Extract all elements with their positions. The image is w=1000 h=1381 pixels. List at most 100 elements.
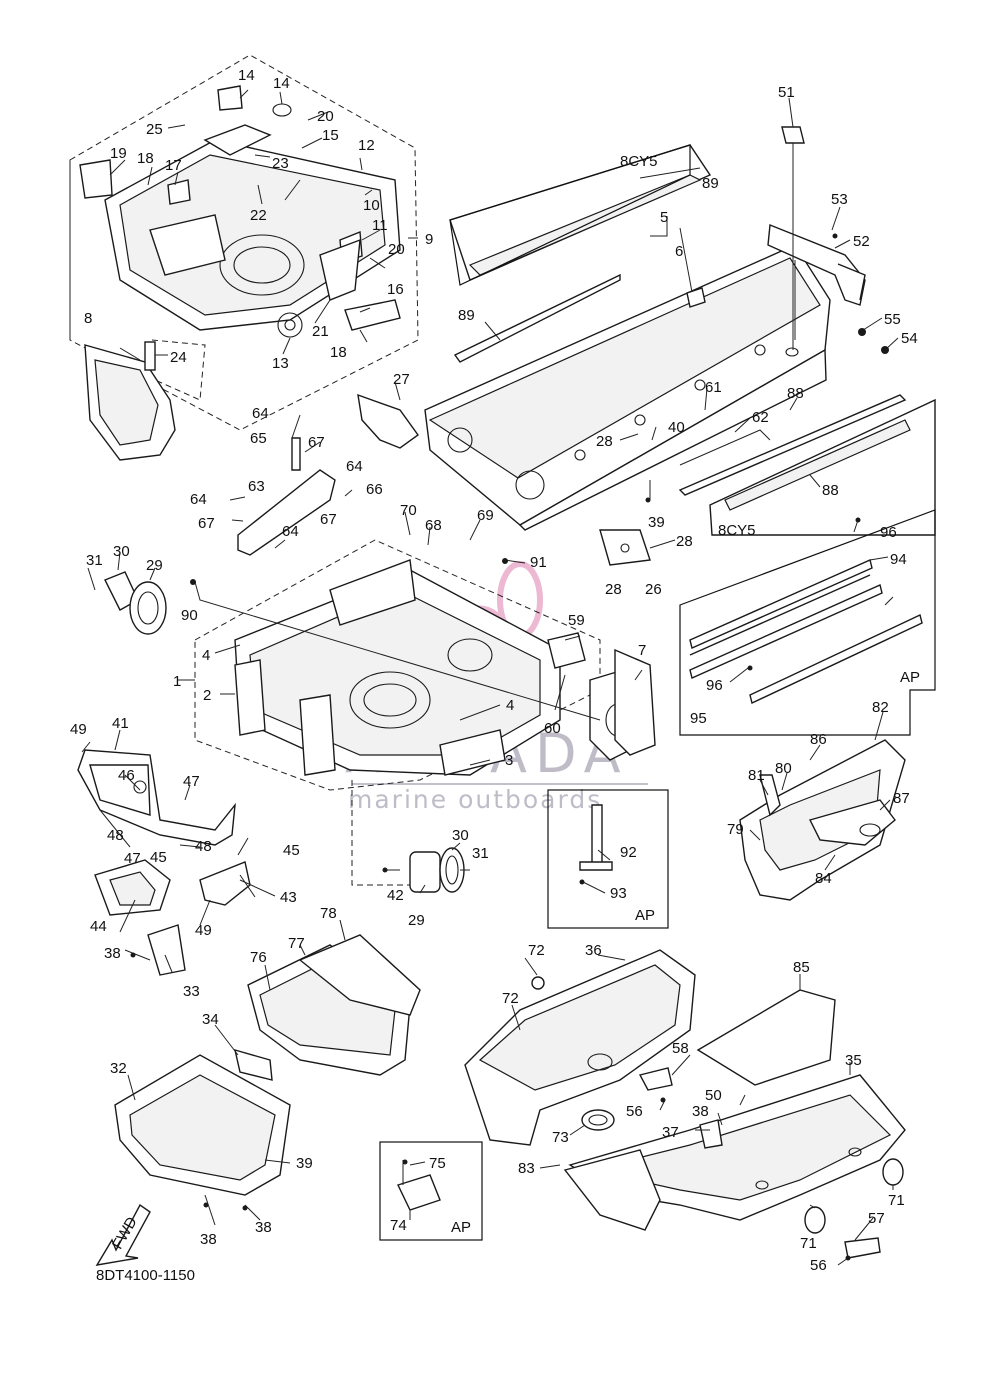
callout-8: 8	[84, 310, 92, 327]
callout-28: 28	[605, 581, 622, 598]
callout-61: 61	[705, 379, 722, 396]
callout-30: 30	[113, 543, 130, 560]
callout-75: 75	[429, 1155, 446, 1172]
callout-48: 48	[107, 827, 124, 844]
callout-64: 64	[190, 491, 207, 508]
callout-60: 60	[544, 720, 561, 737]
fastener-marks	[130, 233, 889, 1261]
watermark-sub-text: marine outboards	[348, 785, 602, 814]
callout-6: 6	[675, 243, 683, 260]
callout-22: 22	[250, 207, 267, 224]
callout-52: 52	[853, 233, 870, 250]
decal-89-box	[449, 144, 691, 286]
callout-57: 57	[868, 1210, 885, 1227]
callout-87: 87	[893, 790, 910, 807]
callout-15: 15	[322, 127, 339, 144]
callout-30: 30	[452, 827, 469, 844]
callout-38: 38	[200, 1231, 217, 1248]
callout-59: 59	[568, 612, 585, 629]
callout-37: 37	[662, 1124, 679, 1141]
callout-41: 41	[112, 715, 129, 732]
bumper-41-group	[77, 749, 236, 846]
callout-89: 89	[702, 175, 719, 192]
callout-10: 10	[363, 197, 380, 214]
callout-96: 96	[706, 677, 723, 694]
callout-45: 45	[283, 842, 300, 859]
callout-91: 91	[530, 554, 547, 571]
callout-7: 7	[638, 642, 646, 659]
callout-54: 54	[901, 330, 918, 347]
callout-63: 63	[248, 478, 265, 495]
callout-16: 16	[387, 281, 404, 298]
callout-29: 29	[146, 557, 163, 574]
callout-46: 46	[118, 767, 135, 784]
callout-28: 28	[676, 533, 693, 550]
callout-82: 82	[872, 699, 889, 716]
callout-96: 96	[880, 524, 897, 541]
ap-label-rod: AP	[635, 907, 655, 924]
callout-20: 20	[317, 108, 334, 125]
side-panel-36-group	[464, 949, 696, 1146]
callout-80: 80	[775, 760, 792, 777]
callout-70: 70	[400, 502, 417, 519]
bracket-74-group	[379, 1141, 483, 1241]
callout-31: 31	[472, 845, 489, 862]
skid-79-group	[739, 739, 906, 901]
upper-frame-group	[69, 54, 419, 431]
callout-79: 79	[727, 821, 744, 838]
callout-47: 47	[124, 850, 141, 867]
callout-49: 49	[195, 922, 212, 939]
callout-38: 38	[104, 945, 121, 962]
bracket-51-group	[781, 126, 805, 350]
steering-arm-63-group	[237, 437, 336, 556]
rod-92-group	[547, 789, 669, 929]
callout-31: 31	[86, 552, 103, 569]
callout-71: 71	[800, 1235, 817, 1252]
callout-14: 14	[273, 75, 290, 92]
callout-74: 74	[390, 1217, 407, 1234]
callout-88: 88	[787, 385, 804, 402]
callout-85: 85	[793, 959, 810, 976]
callout-44: 44	[90, 918, 107, 935]
callout-labels: 1 2 3 4 4 5 6 7 8 9 10 11 12 13 14 14 15…	[70, 67, 918, 1274]
callout-56: 56	[626, 1103, 643, 1120]
callout-64: 64	[252, 405, 269, 422]
callout-24: 24	[170, 349, 187, 366]
callout-48: 48	[195, 838, 212, 855]
callout-42: 42	[387, 887, 404, 904]
model-label-side: 8CY5	[718, 522, 756, 539]
callout-35: 35	[845, 1052, 862, 1069]
boot-29-center-group	[351, 780, 465, 893]
callout-39: 39	[648, 514, 665, 531]
callout-66: 66	[366, 481, 383, 498]
callout-72: 72	[528, 942, 545, 959]
callout-83: 83	[518, 1160, 535, 1177]
plate-59-group	[547, 632, 586, 669]
belly-pan-group	[114, 934, 421, 1196]
callout-69: 69	[477, 507, 494, 524]
callout-78: 78	[320, 905, 337, 922]
callout-88: 88	[822, 482, 839, 499]
bracket-27-group	[357, 393, 419, 449]
callout-67: 67	[320, 511, 337, 528]
callout-71: 71	[888, 1192, 905, 1209]
callout-81: 81	[748, 767, 765, 784]
callout-9: 9	[425, 231, 433, 248]
callout-28: 28	[596, 433, 613, 450]
callout-26: 26	[645, 581, 662, 598]
ap-label-bracket: AP	[451, 1219, 471, 1236]
callout-94: 94	[890, 551, 907, 568]
bracket-52-group	[767, 224, 866, 306]
callout-51: 51	[778, 84, 795, 101]
ap-label-rails: AP	[900, 669, 920, 686]
callout-5: 5	[660, 209, 668, 226]
callout-58: 58	[672, 1040, 689, 1057]
callout-77: 77	[288, 935, 305, 952]
callout-49: 49	[70, 721, 87, 738]
bracket-43-group	[94, 859, 251, 976]
callout-84: 84	[815, 870, 832, 887]
callout-19: 19	[110, 145, 127, 162]
callout-25: 25	[146, 121, 163, 138]
boot-29-left-group	[104, 571, 167, 635]
